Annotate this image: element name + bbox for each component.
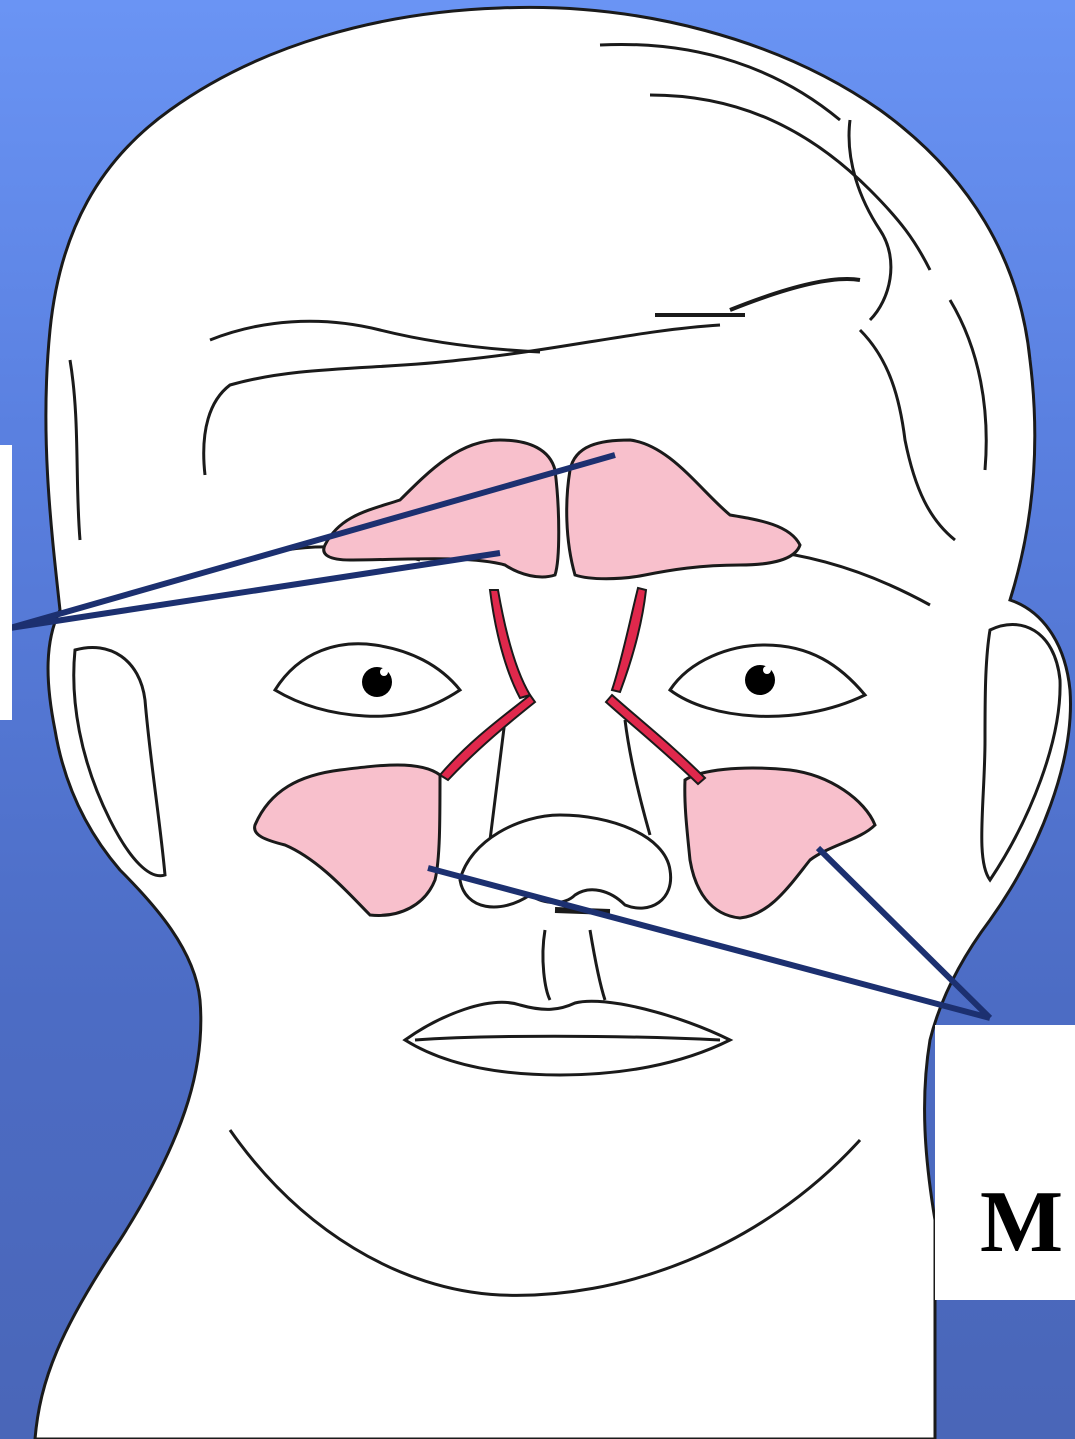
left-pupil-highlight xyxy=(380,668,388,676)
right-pupil-highlight xyxy=(763,666,771,674)
frontal-sinus-label-box xyxy=(0,445,12,720)
head-outline xyxy=(35,7,1070,1439)
maxillary-sinus-label-box: M xyxy=(935,1025,1075,1300)
maxillary-sinus-label: M xyxy=(980,1172,1063,1273)
